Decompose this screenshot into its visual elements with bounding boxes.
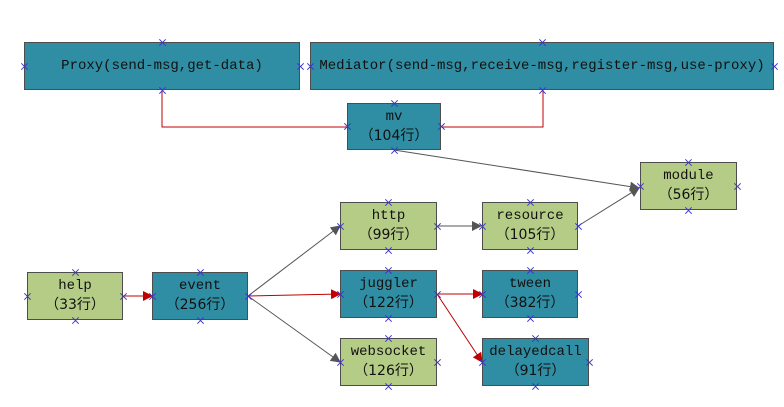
connector-proxy-mv — [161, 90, 347, 128]
node-resource-name: resource — [496, 208, 564, 224]
node-event-name: event — [178, 278, 221, 294]
node-websocket[interactable]: websocket （126行） — [340, 338, 437, 386]
node-mediator-label: Mediator(send-msg,receive-msg,register-m… — [319, 57, 765, 74]
node-delayedcall-lines: （91行） — [505, 363, 566, 379]
node-proxy-label: Proxy(send-msg,get-data) — [61, 57, 263, 74]
connector-mediator-mv — [441, 90, 544, 128]
node-delayedcall[interactable]: delayedcall （91行） — [482, 338, 589, 386]
connector-event-juggler — [247, 289, 341, 300]
node-module-lines: （56行） — [658, 187, 719, 203]
node-http-name: http — [371, 208, 406, 224]
connector-event-websocket — [247, 295, 341, 363]
node-module[interactable]: module （56行） — [640, 162, 737, 210]
node-help[interactable]: help （33行） — [27, 272, 123, 320]
node-help-name: help — [58, 278, 92, 294]
node-mv[interactable]: mv （104行） — [347, 103, 441, 150]
node-mv-lines: （104行） — [359, 127, 429, 144]
node-proxy[interactable]: Proxy(send-msg,get-data) — [24, 42, 300, 90]
node-resource-lines: （105行） — [495, 227, 565, 243]
node-help-lines: （33行） — [45, 297, 105, 313]
node-juggler[interactable]: juggler （122行） — [340, 270, 437, 318]
node-juggler-lines: （122行） — [354, 295, 423, 311]
node-event[interactable]: event （256行） — [152, 272, 248, 320]
node-tween-lines: （382行） — [495, 295, 565, 311]
connector-event-http — [247, 225, 341, 297]
node-juggler-name: juggler — [359, 276, 418, 292]
node-mv-name: mv — [385, 108, 403, 125]
node-websocket-name: websocket — [350, 344, 427, 360]
node-resource[interactable]: resource （105行） — [482, 202, 578, 250]
node-delayedcall-name: delayedcall — [489, 344, 582, 360]
connector-juggler-delayedcall — [436, 293, 483, 363]
node-http[interactable]: http （99行） — [340, 202, 437, 250]
node-mediator[interactable]: Mediator(send-msg,receive-msg,register-m… — [310, 42, 774, 90]
node-event-lines: （256行） — [165, 297, 235, 313]
node-tween[interactable]: tween （382行） — [482, 270, 578, 318]
node-websocket-lines: （126行） — [354, 363, 423, 379]
node-http-lines: （99行） — [358, 227, 419, 243]
node-tween-name: tween — [508, 276, 551, 292]
node-module-name: module — [663, 168, 714, 184]
connector-mv-module — [393, 149, 640, 192]
connector-resource-module — [577, 187, 640, 227]
